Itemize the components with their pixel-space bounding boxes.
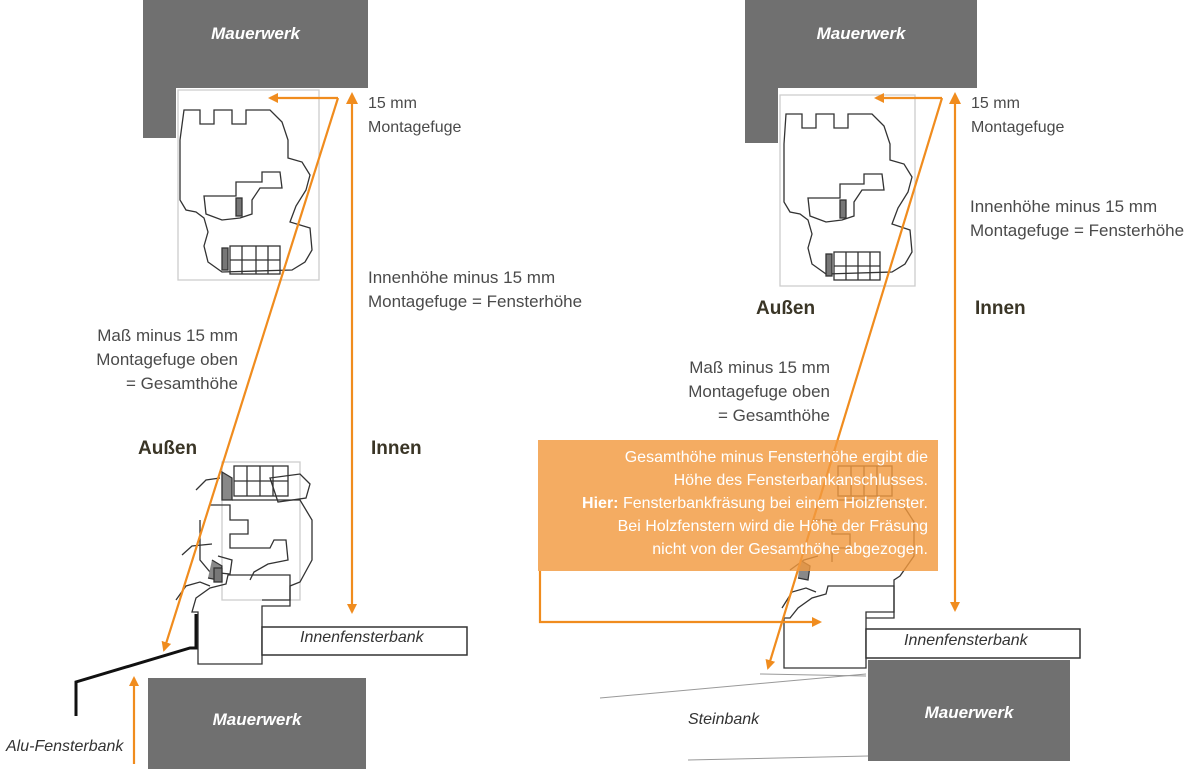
left-top-wall-label: Mauerwerk: [211, 24, 300, 43]
left-top-arrowhead: [346, 92, 358, 104]
left-lower-frame: [175, 461, 313, 665]
left-inner-sill-label: Innenfensterbank: [300, 629, 424, 646]
left-bottom-wall: [148, 678, 366, 769]
right-total-line1: Maß minus 15 mm: [689, 358, 830, 377]
left-total-line2: Montagefuge oben: [96, 350, 238, 369]
right-inside-label: Innen: [975, 298, 1026, 319]
right-gap-label: 15 mm Montagefuge: [971, 92, 1064, 140]
left-top-wall: [143, 0, 368, 138]
note-line3: Hier: Fensterbankfräsung bei einem Holzf…: [548, 492, 928, 515]
right-stone-sill-label: Steinbank: [688, 711, 760, 728]
right-stone-sill: [599, 673, 869, 761]
left-gap-label: 15 mm Montagefuge: [368, 92, 461, 140]
left-gap-text: Montagefuge: [368, 119, 462, 136]
left-outside-label: Außen: [138, 438, 198, 459]
right-gap-text: Montagefuge: [971, 119, 1065, 136]
left-inner-height-line1: Innenhöhe minus 15 mm: [368, 268, 556, 287]
left-inside-label: Innen: [371, 438, 422, 459]
left-bottom-wall-label: Mauerwerk: [212, 710, 302, 729]
right-bottom-wall-label: Mauerwerk: [924, 703, 1014, 722]
left-gap-value: 15 mm: [368, 95, 417, 112]
left-alu-sill: [74, 614, 198, 716]
left-total-line3: = Gesamthöhe: [126, 374, 238, 393]
left-total-line1: Maß minus 15 mm: [97, 326, 238, 345]
left-inner-height-line2: Montagefuge = Fensterhöhe: [368, 292, 583, 311]
right-top-arrowhead: [949, 92, 961, 104]
note-line4: Bei Holzfenstern wird die Höhe der Fräsu…: [617, 518, 928, 535]
note-line1: Gesamthöhe minus Fensterhöhe ergibt die: [624, 449, 928, 466]
left-alu-sill-label: Alu-Fensterbank: [6, 738, 124, 755]
right-gap-value: 15 mm: [971, 95, 1020, 112]
right-inner-sill-label: Innenfensterbank: [904, 632, 1028, 649]
right-dimensions: [538, 93, 960, 670]
note-line2: Höhe des Fensterbankanschlusses.: [673, 472, 928, 489]
right-inner-sill: [865, 628, 1081, 659]
right-top-wall: [745, 0, 977, 143]
left-inner-sill: [261, 626, 468, 656]
note-line5: nicht von der Gesamthöhe abgezogen.: [652, 541, 928, 558]
note-bold: Hier:: [582, 495, 619, 512]
right-inner-height-line2: Montagefuge = Fensterhöhe: [970, 221, 1185, 240]
right-top-wall-label: Mauerwerk: [816, 24, 906, 43]
left-inner-height-label: Innenhöhe minus 15 mm Montagefuge = Fens…: [368, 266, 582, 314]
right-outside-label: Außen: [756, 298, 816, 319]
right-inner-height-label: Innenhöhe minus 15 mm Montagefuge = Fens…: [970, 195, 1184, 243]
note-box: Gesamthöhe minus Fensterhöhe ergibt die …: [538, 440, 938, 571]
left-diagram: [74, 0, 468, 769]
right-inner-height-line1: Innenhöhe minus 15 mm: [970, 197, 1158, 216]
right-total-line2: Montagefuge oben: [688, 382, 830, 401]
right-diagram: [538, 0, 1081, 761]
right-total-label: Maß minus 15 mm Montagefuge oben = Gesam…: [640, 356, 830, 428]
right-bottom-wall: [868, 660, 1070, 761]
left-upper-frame: [177, 89, 320, 281]
right-upper-frame: [779, 94, 916, 287]
left-total-label: Maß minus 15 mm Montagefuge oben = Gesam…: [60, 324, 238, 396]
right-total-line3: = Gesamthöhe: [718, 406, 830, 425]
note-line3-text: Fensterbankfräsung bei einem Holzfenster…: [618, 495, 928, 512]
